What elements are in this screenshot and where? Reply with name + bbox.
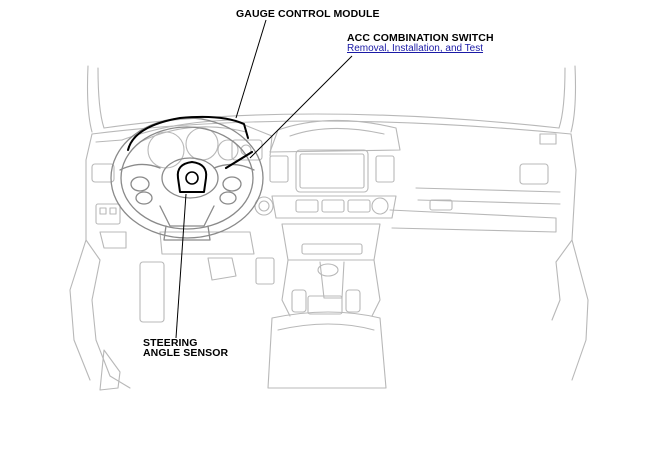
steering-sensor-leader (175, 193, 187, 339)
gauge-control-module-label: GAUGE CONTROL MODULE (236, 8, 380, 20)
acc-switch-lever (224, 150, 254, 170)
gauge-module-leader (235, 19, 267, 119)
acc-combination-switch-label: ACC COMBINATION SWITCH (347, 32, 494, 44)
gauge-control-module-outline (127, 115, 249, 151)
steering-angle-sensor-outline (176, 161, 208, 193)
leader-lines (175, 19, 353, 339)
steering-wheel (110, 117, 264, 241)
acc-removal-installation-test-link[interactable]: Removal, Installation, and Test (347, 43, 484, 54)
steering-angle-sensor-label-line1: STEERING (143, 337, 198, 349)
steering-angle-sensor-label-line2: ANGLE SENSOR (143, 347, 229, 359)
acc-switch-leader (249, 55, 353, 159)
highlighted-components (127, 115, 254, 193)
